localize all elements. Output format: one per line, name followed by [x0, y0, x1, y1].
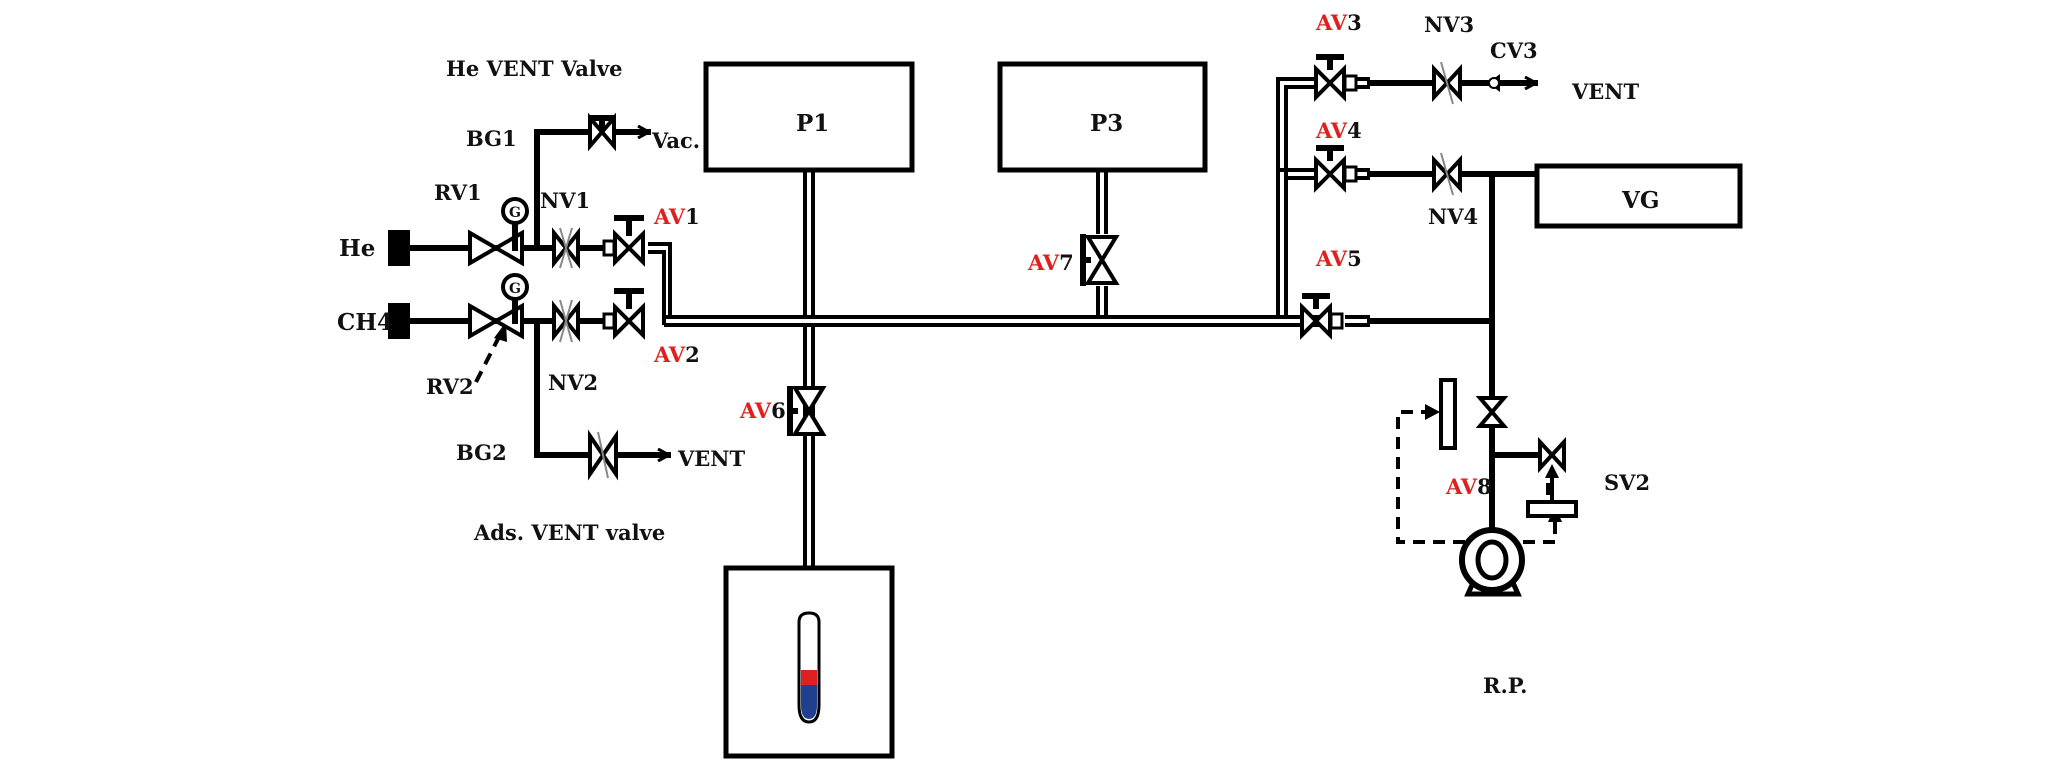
label-p3: P3 [1090, 110, 1123, 137]
valve-av6[interactable] [787, 386, 827, 436]
rotary-pump [1459, 527, 1525, 597]
gauge-bg1: G [501, 197, 529, 251]
label-av5: AV5 [1315, 246, 1362, 271]
valve-rv2[interactable] [468, 302, 524, 340]
he-source-block [388, 230, 410, 266]
label-vac: Vac. [651, 128, 700, 153]
valve-ads-vent[interactable] [588, 429, 618, 481]
valve-av5[interactable] [1300, 293, 1344, 340]
valve-av4[interactable] [1314, 145, 1358, 193]
label-sv2: SV2 [1604, 470, 1650, 495]
label-rv2: RV2 [426, 374, 474, 399]
caption-he-vent-valve: He VENT Valve [446, 56, 622, 81]
label-vent-left: VENT [677, 446, 745, 471]
valve-nv3[interactable] [1432, 61, 1462, 105]
label-av6: AV6 [739, 398, 786, 423]
valve-sv2[interactable] [1526, 436, 1578, 518]
label-nv4: NV4 [1428, 204, 1478, 229]
label-vent-right: VENT [1571, 79, 1639, 104]
label-av1: AV1 [653, 204, 700, 229]
label-ch4: CH4 [337, 309, 393, 336]
label-av7: AV7 [1027, 250, 1074, 275]
label-av3: AV3 [1315, 10, 1362, 35]
label-av8: AV8 [1445, 474, 1492, 499]
label-cv3: CV3 [1490, 38, 1538, 63]
label-av2: AV2 [653, 342, 700, 367]
valve-nv1[interactable] [552, 227, 580, 269]
gauge-letter-1: G [509, 205, 521, 221]
label-rp: R.P. [1483, 673, 1527, 698]
ch4-source-block [388, 303, 410, 339]
gas-sources [388, 230, 410, 339]
vessels [703, 61, 1743, 759]
valve-he-vent[interactable] [588, 112, 616, 152]
label-nv1: NV1 [540, 188, 590, 213]
label-he: He [339, 235, 375, 262]
label-vg: VG [1621, 187, 1660, 214]
valve-nv4[interactable] [1432, 152, 1462, 196]
label-rv1: RV1 [434, 180, 482, 205]
vessel-p1 [703, 61, 915, 173]
gauge-bg2: G [501, 273, 529, 324]
vessel-vg [1534, 163, 1743, 229]
valve-av8[interactable] [1439, 378, 1509, 450]
label-bg1: BG1 [466, 126, 517, 151]
caption-ads-vent-valve: Ads. VENT valve [473, 520, 665, 545]
label-bg2: BG2 [456, 440, 507, 465]
valve-av3[interactable] [1314, 54, 1358, 102]
label-av4: AV4 [1315, 118, 1362, 143]
gauge-letter-2: G [509, 281, 521, 297]
valve-av1[interactable] [602, 215, 645, 267]
label-p1: P1 [796, 110, 829, 137]
labels: He VENT Valve BG1 Vac. RV1 NV1 He CH4 RV… [337, 10, 1660, 698]
valve-nv2[interactable] [552, 299, 580, 343]
valve-rv1[interactable] [468, 229, 524, 267]
valve-av7[interactable] [1080, 234, 1120, 286]
label-nv3: NV3 [1424, 12, 1474, 37]
label-nv2: NV2 [548, 370, 598, 395]
sample-tube [797, 611, 821, 724]
valve-av2[interactable] [602, 288, 645, 340]
valve-cv3[interactable] [1488, 74, 1500, 92]
vessel-p3 [997, 61, 1208, 173]
